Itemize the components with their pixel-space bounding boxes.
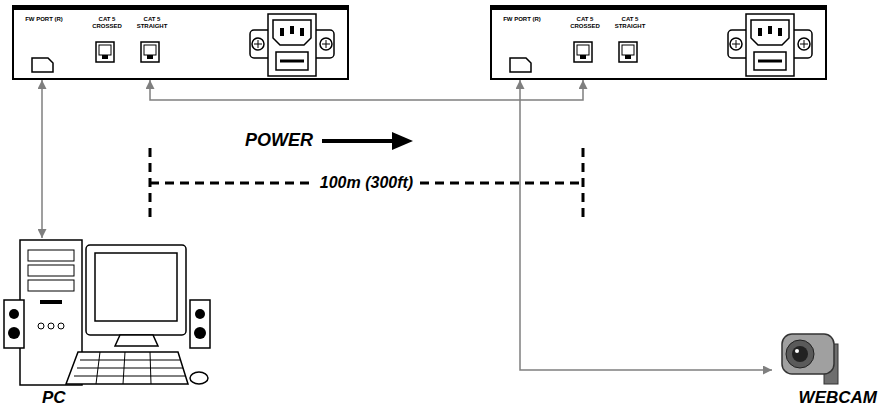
drive-bay	[28, 280, 74, 291]
power-arrow	[322, 139, 394, 143]
mouse	[190, 372, 208, 384]
speaker	[190, 300, 210, 348]
device-label: WEBCAM	[799, 388, 877, 408]
speaker	[4, 300, 24, 348]
power-label: POWER	[245, 130, 313, 151]
webcam-lens	[792, 346, 808, 362]
cable	[41, 80, 43, 238]
pc-illustration	[4, 240, 210, 385]
button	[58, 323, 64, 329]
device-box: FW PORT (R) CAT 5 CROSSED CAT 5 STRAIGHT	[12, 5, 349, 80]
keyboard	[66, 352, 188, 384]
webcam-body	[782, 334, 834, 374]
device-label: PC	[42, 388, 66, 408]
device-ports	[510, 14, 812, 76]
power-arrow	[392, 132, 413, 150]
keyboard-keys	[74, 360, 186, 376]
port-label: FW PORT (R)	[503, 16, 541, 23]
button	[38, 323, 44, 329]
drive-bay	[28, 250, 74, 261]
port-label: CAT 5 CROSSED	[568, 16, 602, 29]
drive-bay	[28, 265, 74, 276]
button	[48, 323, 54, 329]
pc-figure: PC	[0, 238, 216, 410]
monitor	[86, 245, 186, 335]
device-box: FW PORT (R) CAT 5 CROSSED CAT 5 STRAIGHT	[490, 5, 827, 80]
dimension-extension	[582, 148, 585, 220]
cable	[520, 80, 772, 370]
speaker-cone	[195, 309, 205, 319]
speaker-cone	[9, 309, 19, 319]
pc-tower	[20, 240, 82, 385]
webcam-lens	[786, 340, 814, 368]
dimension-label: 100m (300ft)	[314, 174, 419, 192]
webcam-illustration	[782, 334, 838, 384]
monitor-stand	[115, 335, 158, 346]
floppy-slot	[40, 300, 62, 304]
port-label: CAT 5 CROSSED	[90, 16, 124, 29]
keyboard-keys	[96, 352, 151, 384]
port-label: CAT 5 STRAIGHT	[135, 16, 169, 29]
dimension-extension	[149, 148, 152, 220]
webcam-lens	[795, 349, 799, 353]
cable	[150, 80, 583, 100]
port-label: FW PORT (R)	[25, 16, 63, 23]
webcam-figure: WEBCAM	[772, 326, 880, 410]
speaker-cone	[8, 327, 20, 339]
port-label: CAT 5 STRAIGHT	[613, 16, 647, 29]
monitor-screen	[95, 253, 177, 321]
device-ports	[32, 14, 334, 76]
speaker-cone	[194, 327, 206, 339]
